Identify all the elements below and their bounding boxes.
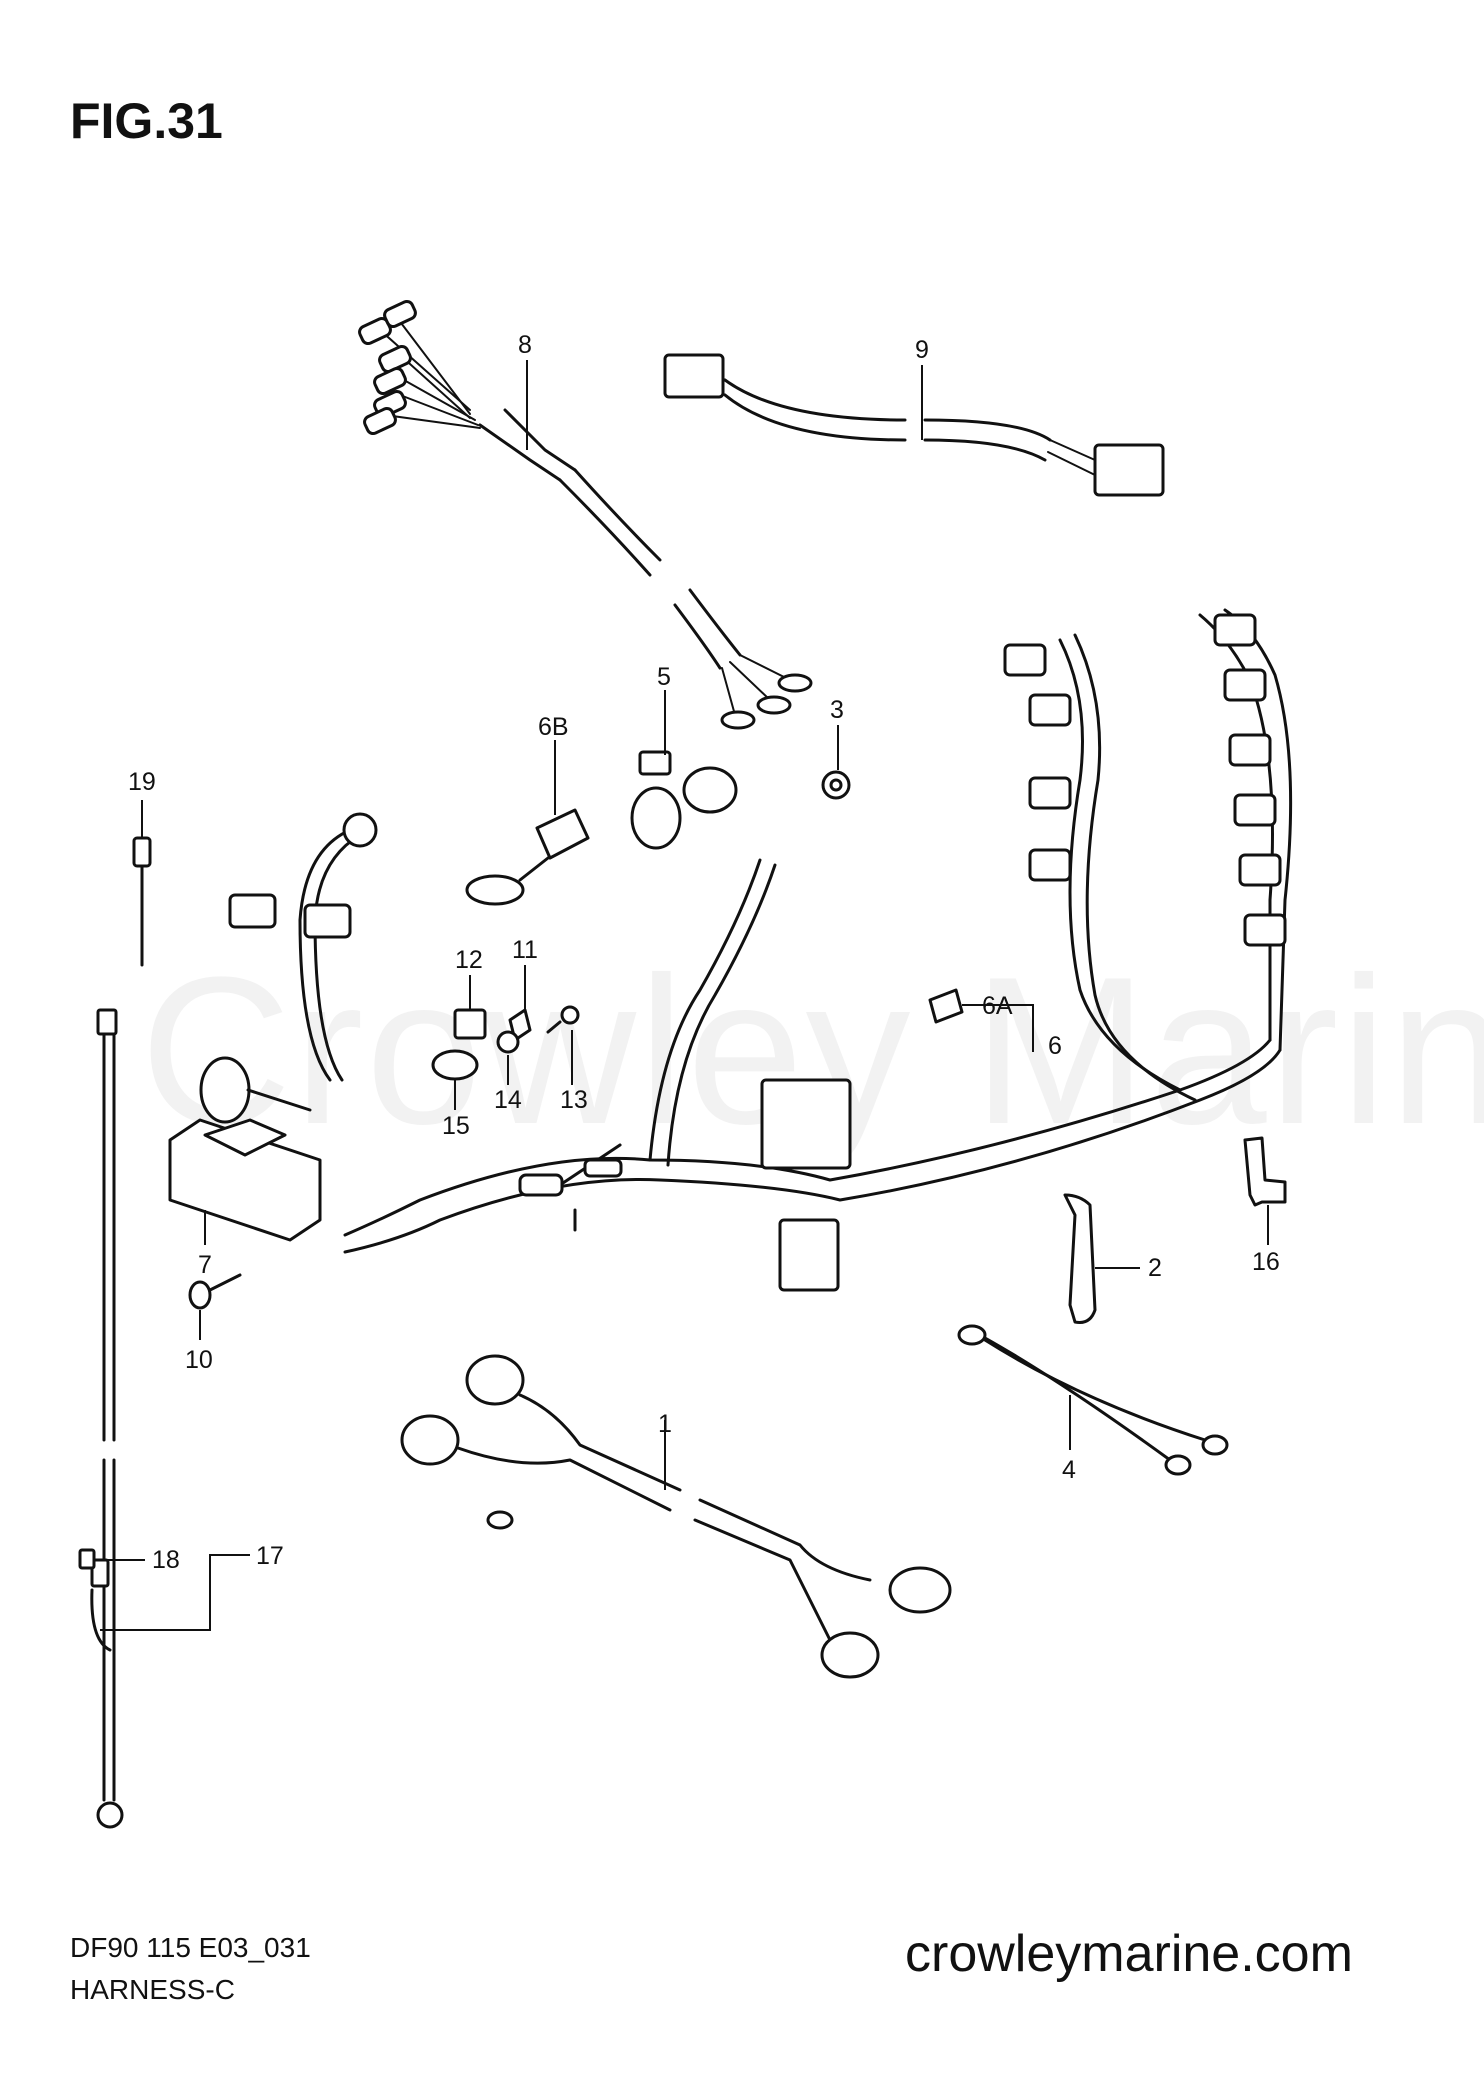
callout-10: 10	[185, 1346, 213, 1374]
callout-4: 4	[1062, 1456, 1076, 1484]
callout-11: 11	[512, 936, 538, 964]
part-18-fuse	[78, 1548, 145, 1570]
part-7-module	[168, 812, 378, 1245]
part-2-bracket	[1063, 1193, 1140, 1324]
figure-title: FIG.31	[70, 93, 223, 149]
part-19-tie-strap	[132, 800, 152, 967]
part-14-collar	[496, 1030, 520, 1085]
callout-16: 16	[1252, 1248, 1280, 1276]
part-15-cap	[431, 1049, 479, 1110]
callout-15: 15	[442, 1112, 470, 1140]
site-brand: crowleymarine.com	[905, 1925, 1353, 1983]
part-16-clip	[1243, 1136, 1287, 1245]
part-9-harness	[663, 353, 1165, 497]
part-8-harness	[358, 299, 813, 730]
footer-figure-name: HARNESS-C	[70, 1974, 235, 2005]
part-11-clamp	[508, 965, 532, 1042]
callout-6A: 6A	[982, 992, 1013, 1020]
part-17-cable	[90, 1008, 250, 1829]
part-1-harness	[400, 1354, 952, 1679]
part-6-main-harness	[343, 608, 1293, 1292]
callout-13: 13	[560, 1086, 588, 1114]
callout-9: 9	[915, 336, 929, 364]
callout-17: 17	[256, 1542, 284, 1570]
callout-3: 3	[830, 696, 844, 724]
part-4-ground-wire	[957, 1324, 1229, 1476]
callout-14: 14	[494, 1086, 522, 1114]
part-13-bolt	[546, 1005, 580, 1085]
part-6A-fuse	[928, 988, 1034, 1035]
part-5-grommets	[630, 690, 738, 850]
callout-6B: 6B	[538, 713, 569, 741]
callout-12: 12	[455, 946, 483, 974]
part-6B-relay	[465, 740, 590, 906]
callout-7: 7	[198, 1251, 212, 1279]
callout-19: 19	[128, 768, 156, 796]
callout-18: 18	[152, 1546, 180, 1574]
callout-2: 2	[1148, 1254, 1162, 1282]
footer-figure-code: DF90 115 E03_031	[70, 1932, 311, 1963]
callout-5: 5	[657, 663, 671, 691]
callout-1: 1	[658, 1410, 672, 1438]
callout-6: 6	[1048, 1032, 1062, 1060]
callout-8: 8	[518, 331, 532, 359]
part-12-connector-housing	[453, 975, 487, 1040]
part-10-screw	[188, 1273, 242, 1340]
part-3-nut	[821, 725, 851, 800]
